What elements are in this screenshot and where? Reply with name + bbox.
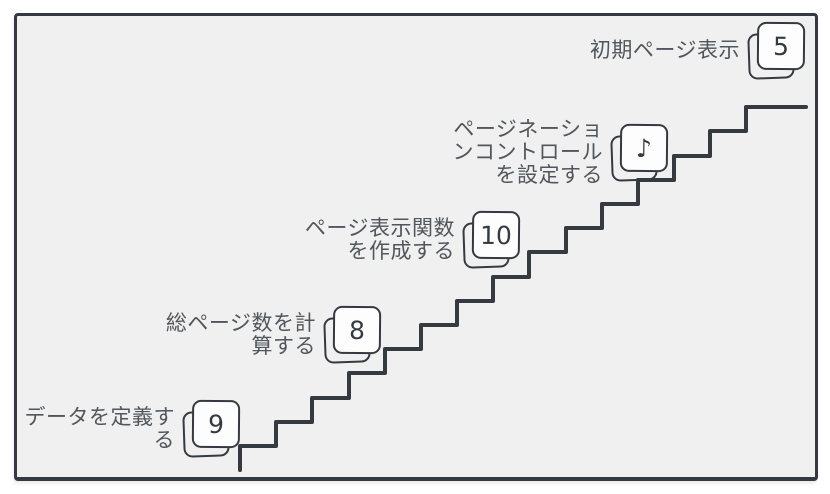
step-label: ページネーショ ンコントロール を設定する <box>452 118 603 187</box>
step-label: データを定義す る <box>24 405 175 452</box>
step-item-4: ページネーショ ンコントロール を設定する ♪ <box>453 118 669 187</box>
music-note-icon: ♪ <box>610 123 669 182</box>
note-number-glyph: 10 <box>479 220 513 250</box>
sticky-note-icon: 5 <box>747 21 806 80</box>
step-item-5: 初期ページ表示 5 <box>589 21 806 80</box>
sticky-note-front: 5 <box>756 21 806 71</box>
sticky-note-front: ♪ <box>619 123 669 173</box>
sticky-note-front: 10 <box>471 210 521 260</box>
music-note-glyph: ♪ <box>635 133 653 163</box>
sticky-note-icon: 9 <box>182 399 241 458</box>
sticky-note-icon: 8 <box>323 305 382 364</box>
note-number-glyph: 9 <box>207 409 225 439</box>
step-item-3: ページ表示関数 を作成する 10 <box>304 210 521 269</box>
sticky-note-front: 9 <box>191 399 241 449</box>
step-label: 総ページ数を計 算する <box>165 311 316 358</box>
sticky-note-icon: 10 <box>462 210 521 269</box>
step-label: 初期ページ表示 <box>589 39 740 62</box>
note-number-glyph: 8 <box>348 315 366 345</box>
step-item-2: 総ページ数を計 算する 8 <box>165 305 382 364</box>
sticky-note-front: 8 <box>332 305 382 355</box>
step-item-1: データを定義す る 9 <box>24 399 241 458</box>
step-label: ページ表示関数 を作成する <box>304 216 455 263</box>
note-number-glyph: 5 <box>772 31 790 61</box>
